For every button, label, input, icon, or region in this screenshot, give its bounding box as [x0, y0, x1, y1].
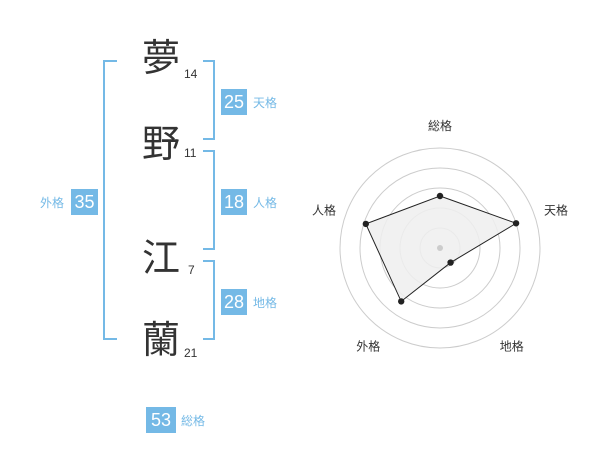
jinkaku-bracket	[203, 150, 215, 250]
tenkaku-value: 25	[221, 89, 247, 115]
radar-grid	[339, 147, 541, 349]
name-char-4: 蘭	[141, 318, 180, 362]
radar-axis-label-tenkaku: 天格	[544, 202, 568, 217]
radar-axis-label-chikaku: 地格	[500, 339, 524, 354]
tenkaku-label: 天格	[253, 96, 278, 110]
radar-axis-label-jinkaku: 人格	[312, 202, 336, 217]
chikaku-label: 地格	[253, 296, 278, 310]
chikaku-value: 28	[221, 289, 247, 315]
name-char-3: 江	[141, 236, 180, 280]
tenkaku-bracket	[203, 60, 215, 140]
soukaku-label: 総格	[181, 414, 206, 428]
radar-points	[362, 192, 520, 305]
name-char-2: 野	[141, 122, 180, 166]
radar-grid-ring	[359, 167, 521, 329]
radar-axis-label-soukaku: 総格	[428, 118, 452, 133]
jinkaku-label: 人格	[253, 196, 278, 210]
radar-grid-ring	[339, 147, 541, 349]
stroke-count-3: 7	[188, 263, 195, 277]
radar-center-dot	[437, 245, 443, 251]
radar-point	[512, 220, 520, 227]
soukaku-value: 53	[146, 407, 176, 433]
radar-point	[398, 298, 405, 305]
radar-axis-label-gaikaku: 外格	[356, 339, 380, 354]
gaikaku-label: 外格	[40, 196, 65, 210]
radar-point	[362, 220, 370, 228]
name-char-1: 夢	[141, 36, 180, 80]
radar-point	[447, 259, 454, 266]
chikaku-bracket	[203, 260, 215, 340]
stroke-count-1: 14	[184, 67, 198, 81]
gaikaku-bracket	[103, 60, 117, 340]
jinkaku-value: 18	[221, 189, 247, 215]
stroke-count-4: 21	[184, 346, 198, 360]
gaikaku-value: 35	[71, 189, 98, 215]
radar-point	[436, 192, 444, 200]
stroke-count-2: 11	[184, 146, 197, 160]
